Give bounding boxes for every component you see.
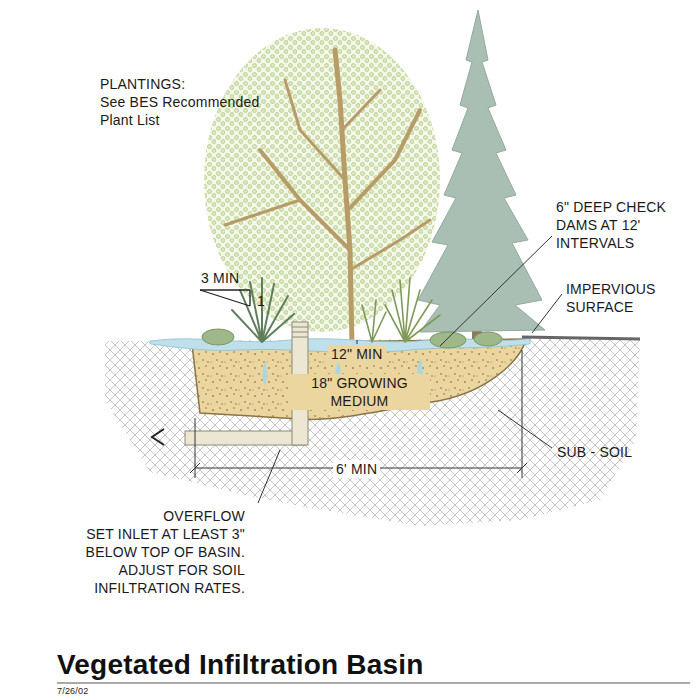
diagram-title: Vegetated Infiltration Basin <box>57 648 677 682</box>
callout-note: IMPERVIOUS SURFACE <box>566 280 676 316</box>
dimension-label: 12" MIN <box>328 345 386 363</box>
slope-label: 1 <box>257 292 277 310</box>
dimension-label: 18" GROWING MEDIUM <box>289 374 430 410</box>
date-label: 7/26/02 <box>57 686 137 697</box>
callout-note: SUB - SOIL <box>557 443 657 461</box>
callout-note: 6" DEEP CHECK DAMS AT 12' INTERVALS <box>556 198 686 252</box>
dimension-label: 6' MIN <box>333 460 380 478</box>
slope-label: 3 MIN <box>201 269 261 287</box>
planting-note: See BES Recommended Plant List <box>100 93 275 129</box>
callout-note: SET INLET AT LEAST 3" BELOW TOP OF BASIN… <box>60 525 245 597</box>
heading-note: PLANTINGS: <box>100 75 290 93</box>
callout-note: OVERFLOW <box>60 507 245 525</box>
